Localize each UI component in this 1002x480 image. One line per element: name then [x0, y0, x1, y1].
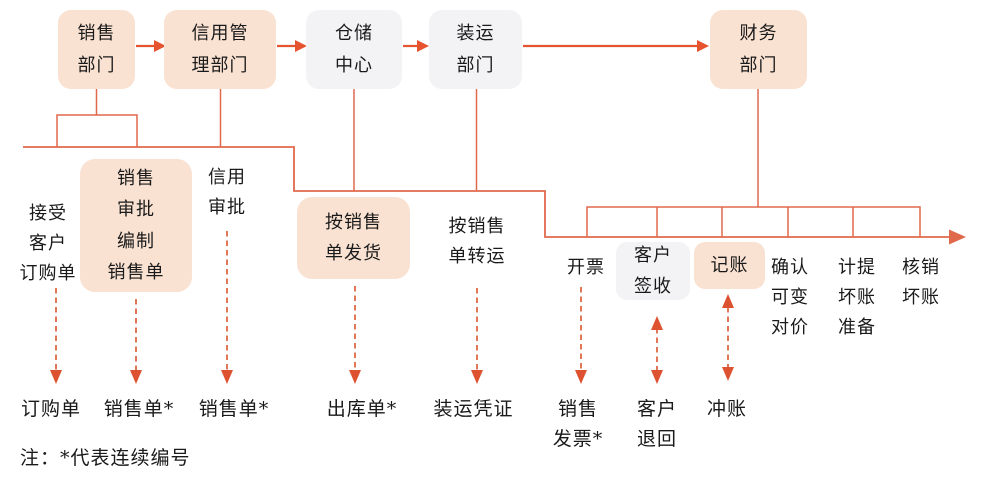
- activity-box-deliver-by-sales-order: 按销售 单发货: [297, 197, 410, 279]
- activity-label-bad-debt-writeoff: 核销 坏账: [902, 257, 940, 309]
- arrowhead-icon: [154, 40, 166, 52]
- activity-label-confirm-variable-consideration: 确认 可变 对价: [771, 257, 809, 339]
- dept-box-credit-management: 信用管 理部门: [164, 10, 276, 89]
- arrowhead-up-icon: [722, 294, 734, 308]
- arrowhead-icon: [417, 40, 429, 52]
- dept-box-shipping: 装运 部门: [429, 10, 522, 89]
- activity-box-customer-signoff: 客户 签收: [616, 242, 690, 300]
- doc-label-offset-entry: 冲账: [706, 398, 747, 420]
- activity-label-bad-debt-provision: 计提 坏账 准备: [838, 257, 876, 339]
- dept-box-finance: 财务 部门: [710, 10, 807, 89]
- timeline: [23, 146, 966, 245]
- dept-box-sales: 销售 部门: [58, 10, 135, 89]
- activity-label-accept-customer-order: 接受 客户 订购单: [19, 203, 77, 285]
- finance-bracket: [586, 206, 921, 237]
- doc-label-customer-return: 客户 退回: [636, 398, 677, 451]
- activity-label-invoicing: 开票: [567, 257, 605, 278]
- activity-box-bookkeeping: 记账: [694, 242, 765, 289]
- footnote-text: 注：*代表连续编号: [20, 447, 191, 469]
- arrowhead-down-icon: [50, 370, 62, 384]
- doc-label-purchase-order: 订购单: [20, 398, 81, 420]
- doc-arrows: [50, 231, 734, 384]
- activity-label-credit-approval: 信用 审批: [208, 167, 246, 219]
- dept-flow-arrows: [136, 40, 709, 52]
- arrowhead-icon: [295, 40, 307, 52]
- arrowhead-down-icon: [471, 370, 483, 384]
- arrowhead-icon: [697, 40, 709, 52]
- arrowhead-down-icon: [221, 370, 233, 384]
- sales-bracket: [56, 114, 138, 147]
- doc-label-sales-order-2: 销售单*: [198, 398, 270, 420]
- doc-label-outbound-order: 出库单*: [326, 398, 398, 420]
- dept-connectors: [56, 89, 921, 237]
- arrowhead-down-icon: [722, 367, 734, 381]
- arrowhead-down-icon: [575, 370, 587, 384]
- arrowhead-down-icon: [349, 370, 361, 384]
- dept-box-warehouse-center: 仓储 中心: [306, 10, 402, 89]
- timeline-path: [23, 146, 950, 238]
- timeline-arrowhead-icon: [949, 229, 966, 245]
- activity-box-sales-approval-make-sales-order: 销售 审批 编制 销售单: [80, 159, 192, 292]
- arrowhead-down-icon: [651, 370, 663, 384]
- doc-label-shipping-voucher: 装运凭证: [433, 398, 514, 420]
- doc-label-sales-order-1: 销售单*: [103, 398, 175, 420]
- activity-label-transfer-by-sales-order: 按销售 单转运: [448, 216, 506, 268]
- arrowhead-up-icon: [651, 316, 663, 330]
- arrowhead-down-icon: [130, 370, 142, 384]
- doc-label-sales-invoice: 销售 发票*: [552, 398, 604, 451]
